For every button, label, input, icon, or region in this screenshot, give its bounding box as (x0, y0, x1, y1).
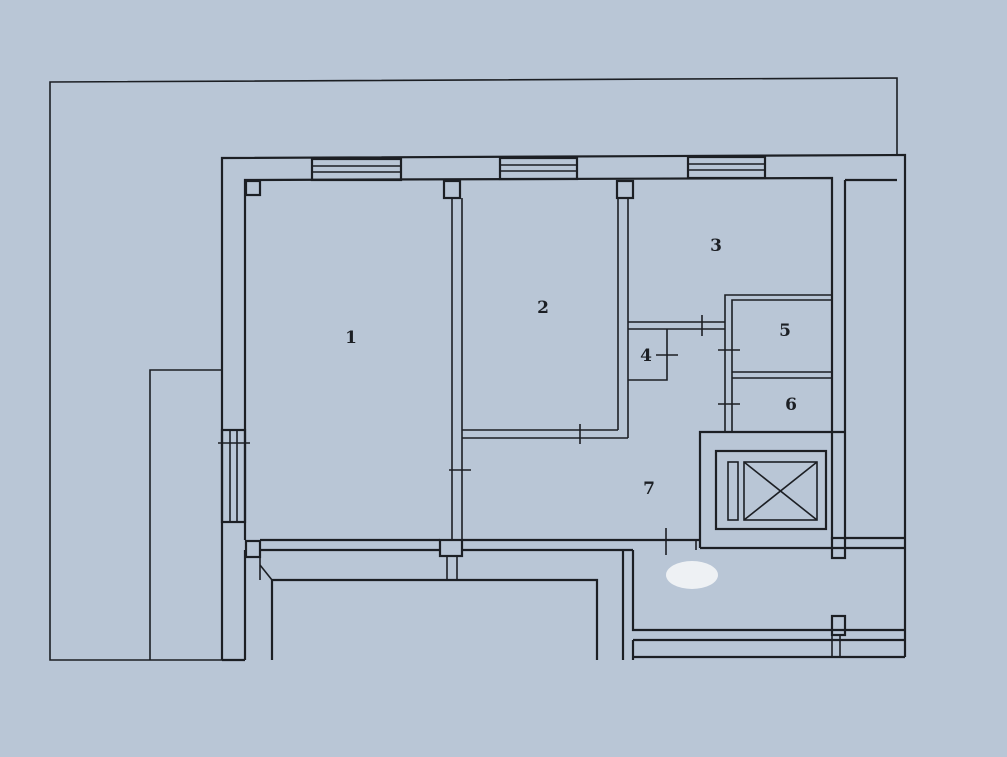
room-label-5: 5 (779, 321, 791, 341)
room-label-7: 7 (643, 479, 655, 499)
exterior-walls (220, 153, 907, 662)
room-label-6: 6 (785, 395, 797, 415)
windows (218, 155, 767, 524)
window-room-2 (498, 156, 579, 181)
interior-walls (259, 198, 905, 660)
window-room-1 (310, 157, 403, 182)
room-label-4: 4 (640, 346, 652, 366)
elevator (698, 430, 845, 548)
site-boundary (49, 77, 898, 661)
window-room-1-side (218, 428, 250, 524)
room-label-1: 1 (345, 328, 357, 348)
room-label-3: 3 (710, 236, 722, 256)
paper-blemish (666, 561, 718, 589)
room-label-2: 2 (537, 298, 549, 318)
window-room-3 (686, 155, 767, 180)
columns (244, 179, 847, 637)
